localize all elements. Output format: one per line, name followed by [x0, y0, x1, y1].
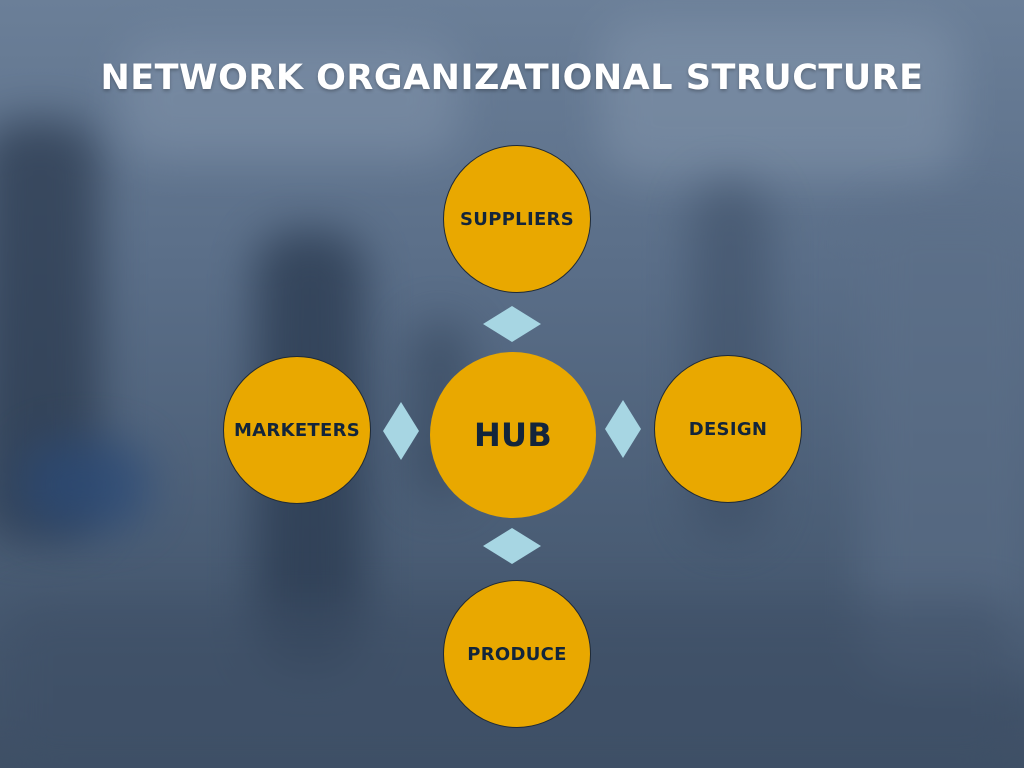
node-design: DESIGN [654, 355, 802, 503]
node-suppliers-label: SUPPLIERS [460, 208, 574, 230]
background-shape [600, 20, 960, 180]
node-hub: HUB [430, 352, 596, 518]
background-shape [120, 40, 460, 160]
node-marketers-label: MARKETERS [233, 419, 361, 441]
node-produce: PRODUCE [443, 580, 591, 728]
node-hub-label: HUB [473, 416, 553, 454]
node-suppliers: SUPPLIERS [443, 145, 591, 293]
background-shape [20, 440, 150, 530]
node-marketers: MARKETERS [223, 356, 371, 504]
node-design-label: DESIGN [688, 418, 768, 440]
diagram-title: NETWORK ORGANIZATIONAL STRUCTURE [100, 58, 924, 98]
node-produce-label: PRODUCE [467, 643, 567, 665]
